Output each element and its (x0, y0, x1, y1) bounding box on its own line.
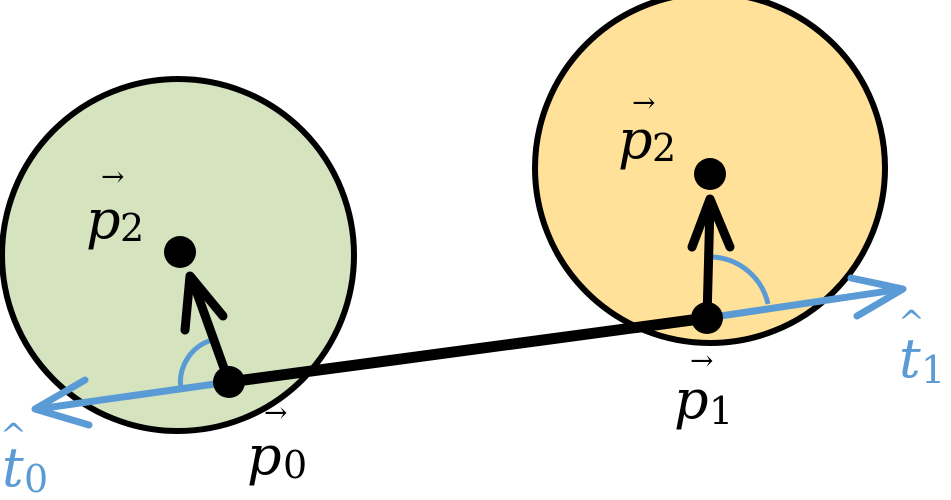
svg-text:2: 2 (652, 126, 676, 170)
label-t0: ^ t 0 (0, 416, 48, 500)
svg-text:→: → (690, 344, 713, 377)
svg-text:t: t (2, 436, 24, 499)
svg-text:p: p (674, 368, 709, 431)
svg-text:→: → (101, 160, 124, 193)
svg-text:p: p (247, 424, 282, 487)
label-p2-left: → p 2 (86, 160, 144, 251)
svg-text:0: 0 (283, 443, 307, 487)
svg-text:0: 0 (24, 457, 48, 500)
svg-text:2: 2 (120, 206, 144, 250)
point-p2-right (694, 158, 726, 190)
label-t1: ^ t 1 (898, 303, 945, 392)
point-p2-left (164, 236, 196, 268)
point-p1 (691, 302, 723, 334)
segment-p0-p1 (223, 312, 713, 388)
label-p2-right: → p 2 (618, 86, 676, 171)
svg-text:1: 1 (921, 348, 945, 392)
tangent-t1-arrow (703, 274, 907, 322)
svg-text:→: → (632, 86, 655, 119)
svg-text:p: p (86, 188, 121, 251)
svg-text:p: p (618, 108, 653, 171)
svg-text:^: ^ (0, 416, 27, 454)
label-p0: → p 0 (247, 396, 307, 487)
svg-text:1: 1 (709, 389, 733, 433)
angle-arc-p0 (177, 337, 213, 390)
angle-arc-p1 (711, 254, 771, 305)
vector-p0-to-p2-left (180, 271, 234, 387)
svg-text:^: ^ (898, 303, 925, 341)
point-p0 (213, 366, 245, 398)
label-p1: → p 1 (674, 344, 733, 433)
tangent-t0-arrow (31, 376, 233, 429)
svg-text:t: t (899, 327, 921, 390)
vector-p1-to-p2-right (687, 194, 735, 323)
svg-text:→: → (264, 396, 287, 429)
